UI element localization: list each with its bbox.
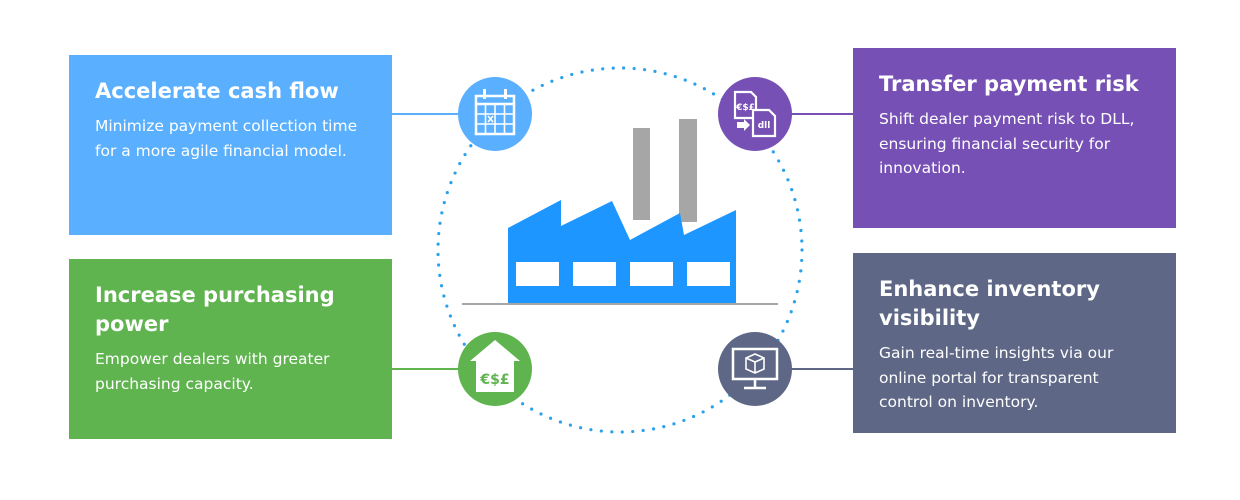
factory-window-4 xyxy=(687,262,730,286)
card-title: Enhance inventory visibility xyxy=(879,277,1100,330)
card-enhance-inventory-visibility: Enhance inventory visibility Gain real-t… xyxy=(853,253,1176,433)
monitor-box-icon xyxy=(718,332,792,406)
card-title: Increase purchasing power xyxy=(95,283,335,336)
house-currency-glyph: €$£ xyxy=(479,372,509,388)
currency-exchange-icon: €$£ dll xyxy=(718,77,792,151)
dotted-circle xyxy=(436,66,804,434)
chimney-left xyxy=(633,128,650,220)
factory-window-1 xyxy=(516,262,559,286)
card-body: Empower dealers with greater purchasing … xyxy=(95,350,330,393)
card-increase-purchasing-power: Increase purchasing power Empower dealer… xyxy=(69,259,392,439)
card-body: Gain real-time insights via our online p… xyxy=(879,344,1114,411)
card-body: Minimize payment collection time for a m… xyxy=(95,117,358,160)
card-body: Shift dealer payment risk to DLL, ensuri… xyxy=(879,110,1135,177)
calendar-icon xyxy=(458,77,532,151)
chimney-right xyxy=(679,119,697,222)
factory-building xyxy=(508,200,736,303)
factory-illustration xyxy=(462,119,778,305)
card-transfer-payment-risk: Transfer payment risk Shift dealer payme… xyxy=(853,48,1176,228)
card-accelerate-cash-flow: Accelerate cash flow Minimize payment co… xyxy=(69,55,392,235)
currency-house-icon: €$£ xyxy=(458,332,532,406)
card-title: Transfer payment risk xyxy=(879,72,1139,96)
factory-window-2 xyxy=(573,262,616,286)
exchange-doc-a-glyph: €$£ xyxy=(735,103,755,113)
exchange-doc-b-glyph: dll xyxy=(758,121,771,131)
card-title: Accelerate cash flow xyxy=(95,79,339,103)
factory-window-3 xyxy=(630,262,673,286)
